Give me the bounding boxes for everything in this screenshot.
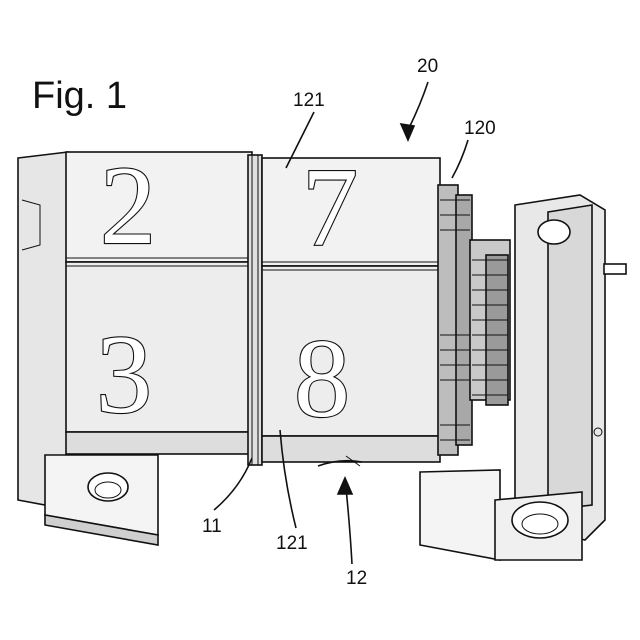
right-digit-drum: 7 8 <box>262 146 440 466</box>
leader-120 <box>452 140 468 178</box>
leader-11 <box>214 458 252 510</box>
arrow-head-20 <box>401 124 414 140</box>
label-11: 11 <box>202 516 222 537</box>
separating-ring <box>248 155 262 465</box>
leader-12 <box>346 488 352 564</box>
left-digit-drum: 2 3 <box>66 144 252 454</box>
leader-20 <box>408 82 428 130</box>
arrow-head-12 <box>338 478 352 494</box>
digit-top-right: 7 <box>302 146 358 270</box>
label-120: 120 <box>464 118 496 139</box>
label-20: 20 <box>417 56 438 77</box>
label-121-bottom: 121 <box>276 533 308 554</box>
digit-bottom-right: 8 <box>294 317 350 441</box>
label-121-top: 121 <box>293 90 325 111</box>
gear-stack <box>438 185 510 455</box>
figure-title: Fig. 1 <box>32 75 127 117</box>
digit-top-left: 2 <box>100 144 156 268</box>
label-12: 12 <box>346 568 367 589</box>
digit-bottom-left: 3 <box>96 313 152 437</box>
